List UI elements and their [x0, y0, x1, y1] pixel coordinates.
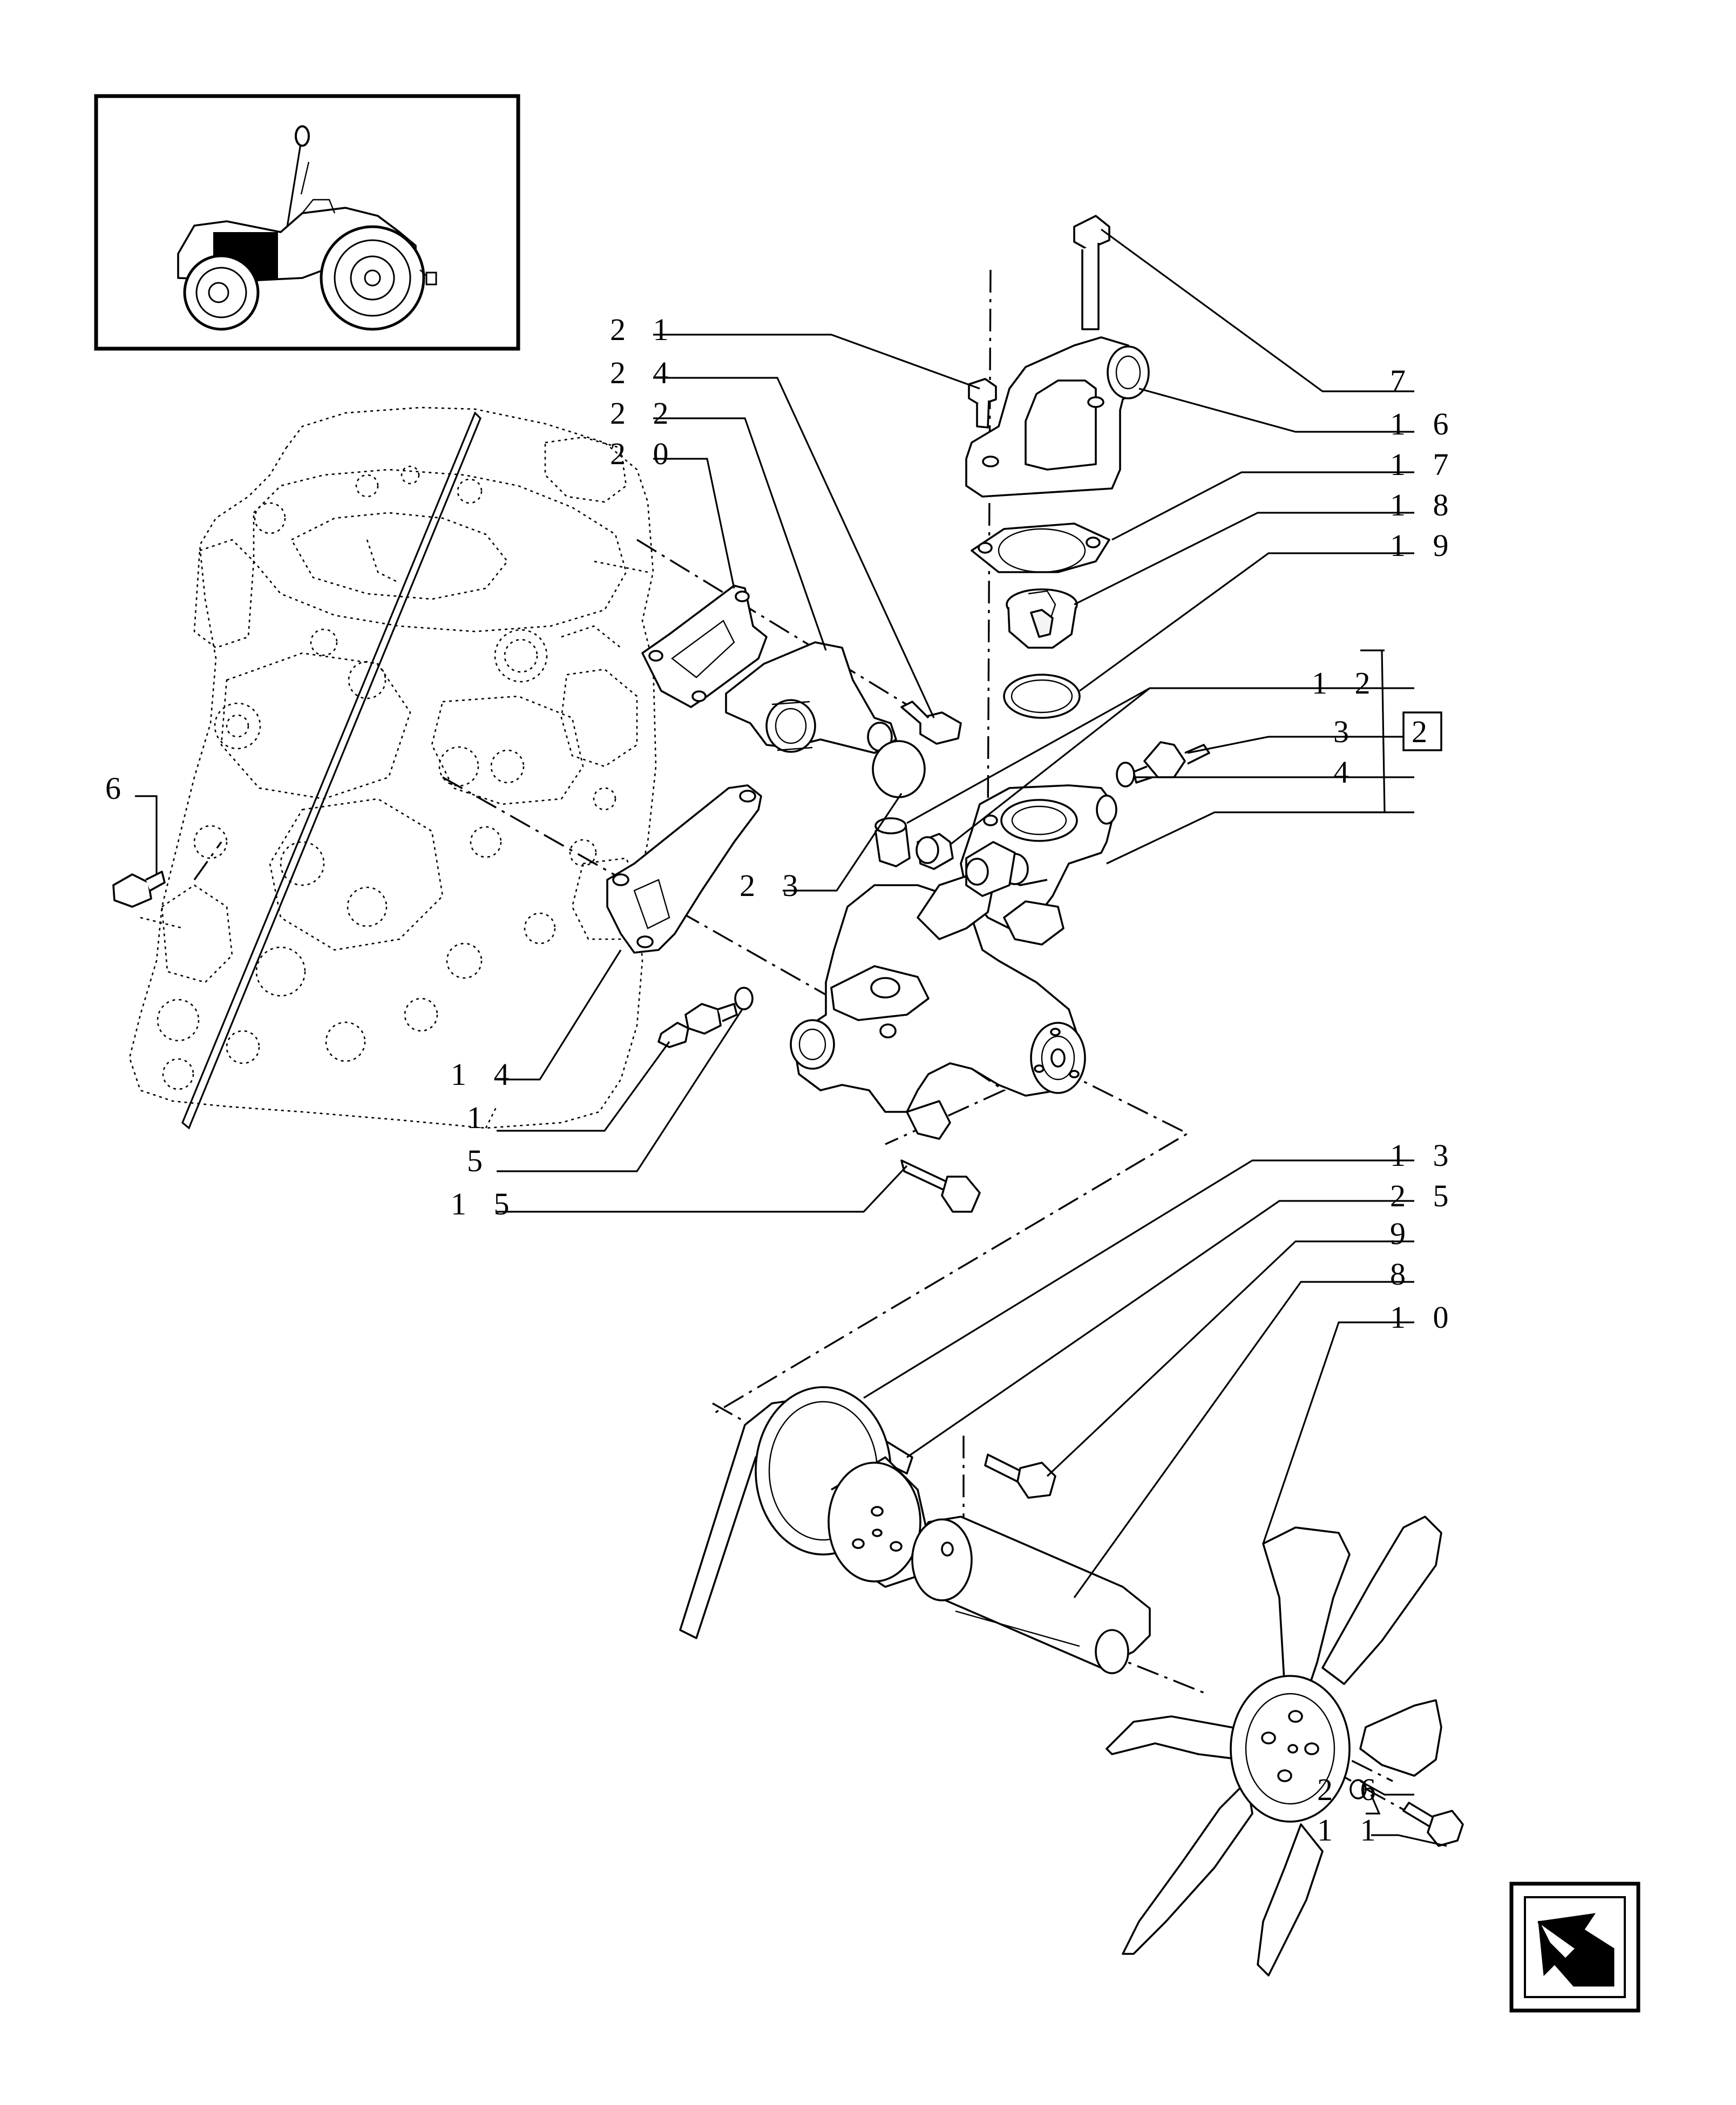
- water-pump-housing[interactable]: [960, 784, 1117, 929]
- callout-10: 1 0: [1390, 1300, 1459, 1335]
- callout-8: 8: [1390, 1257, 1415, 1292]
- reference-box-2[interactable]: 2: [1402, 711, 1442, 751]
- callout-14: 1 4: [451, 1057, 519, 1092]
- sensor-washer[interactable]: [1116, 762, 1135, 787]
- thermostat[interactable]: [1006, 588, 1078, 649]
- engine-block-phantom: [128, 406, 657, 1130]
- tractor-thumbnail-icon[interactable]: [94, 94, 520, 351]
- water-outlet-22[interactable]: [725, 641, 897, 754]
- outlet-o-ring[interactable]: [872, 740, 926, 798]
- water-pump-pulley[interactable]: [755, 1386, 930, 1588]
- callout-1: 1: [467, 1100, 492, 1135]
- return-arrow-icon[interactable]: [1509, 1882, 1640, 2013]
- bolt-24[interactable]: [900, 701, 962, 745]
- bolt-6[interactable]: [112, 871, 166, 908]
- callout-24: 2 4: [610, 355, 679, 390]
- small-bolt-21[interactable]: [968, 378, 997, 429]
- callout-21: 2 1: [610, 312, 679, 347]
- thermostat-housing[interactable]: [965, 336, 1150, 498]
- callout-13: 1 3: [1390, 1138, 1459, 1173]
- callout-labels: 2 1 2 4 2 2 2 0 7 1 6 1 7 1 8 1 9 1 2 3 …: [105, 312, 1459, 1848]
- plug-12a[interactable]: [874, 817, 911, 867]
- callout-17: 1 7: [1390, 447, 1459, 482]
- mounting-plate-14[interactable]: [606, 784, 762, 954]
- callout-18: 1 8: [1390, 487, 1459, 522]
- fan-spacer[interactable]: [911, 1516, 1151, 1674]
- plug-12b[interactable]: [916, 833, 954, 870]
- long-bolt[interactable]: [1073, 215, 1110, 330]
- callout-3: 3: [1333, 714, 1359, 749]
- fan-washer[interactable]: [1350, 1779, 1367, 1800]
- sensor-washer-5[interactable]: [734, 987, 754, 1010]
- callout-5: 5: [467, 1143, 492, 1178]
- oil-sensor[interactable]: [657, 1003, 738, 1048]
- reference-box-label: 2: [1412, 714, 1437, 749]
- thermostat-gasket[interactable]: [971, 522, 1110, 573]
- callout-11: 1 1: [1317, 1812, 1386, 1848]
- callout-20: 2 0: [610, 436, 679, 471]
- callout-23: 2 3: [740, 868, 808, 903]
- thermostat-o-ring[interactable]: [1003, 674, 1081, 719]
- bolt-9[interactable]: [984, 1454, 1056, 1499]
- callout-4: 4: [1333, 755, 1359, 790]
- callout-9: 9: [1390, 1216, 1415, 1251]
- bolt-11[interactable]: [1402, 1802, 1464, 1847]
- callout-15: 1 5: [451, 1186, 519, 1221]
- leader-lines: [135, 228, 1447, 1847]
- callout-26: 2 6: [1317, 1772, 1386, 1807]
- cooling-fan[interactable]: [1106, 1516, 1442, 1977]
- mounting-plate-20[interactable]: [641, 585, 768, 708]
- water-pump-body[interactable]: [790, 841, 1086, 1140]
- callout-7: 7: [1390, 363, 1415, 398]
- callout-19: 1 9: [1390, 528, 1459, 563]
- bolt-15[interactable]: [900, 1159, 981, 1213]
- callout-22: 2 2: [610, 396, 679, 431]
- callout-25: 2 5: [1390, 1178, 1459, 1213]
- callout-12: 1 2: [1312, 666, 1380, 701]
- callout-16: 1 6: [1390, 406, 1459, 442]
- callout-6: 6: [105, 771, 131, 806]
